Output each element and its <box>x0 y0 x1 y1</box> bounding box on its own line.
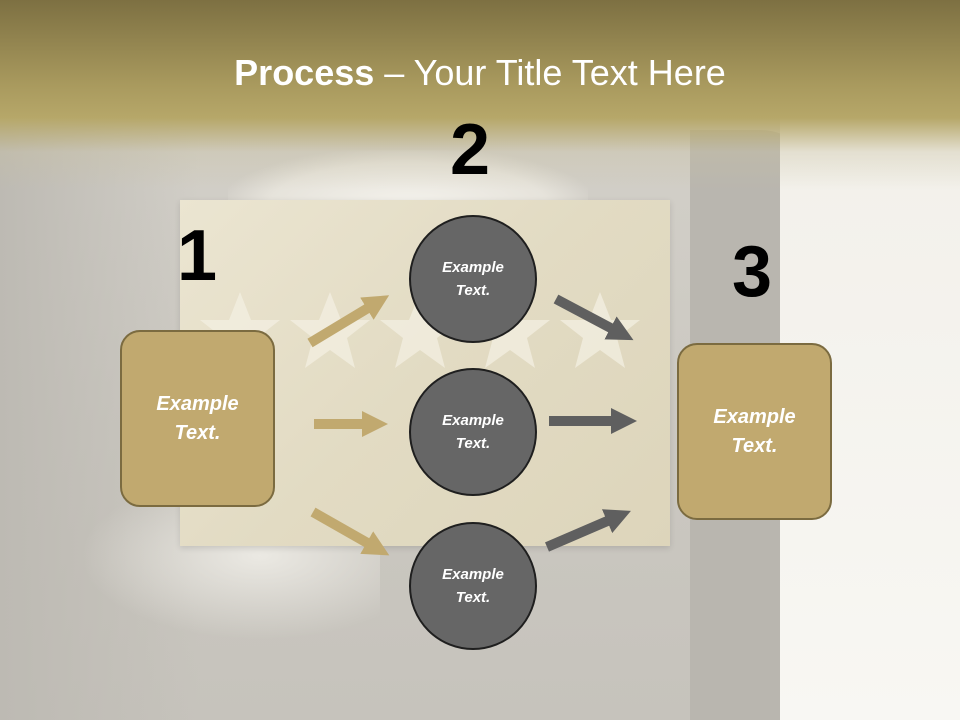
step-number-2: 2 <box>450 110 491 190</box>
step-box-right-text: Example Text. <box>713 405 796 457</box>
slide-title: Process – Your Title Text Here <box>0 52 960 94</box>
title-rest: – Your Title Text Here <box>374 52 726 93</box>
step-circle-3-text: Example Text. <box>442 566 504 606</box>
title-strong: Process <box>234 52 375 93</box>
step-number-1: 1 <box>177 216 218 296</box>
step-circle-2: Example Text. <box>409 368 537 496</box>
step-box-left: Example Text. <box>120 330 275 507</box>
step-number-3: 3 <box>732 232 773 312</box>
header-band <box>0 0 960 190</box>
step-circle-3: Example Text. <box>409 522 537 650</box>
step-circle-2-text: Example Text. <box>442 412 504 452</box>
step-box-left-text: Example Text. <box>156 392 239 444</box>
star-icon <box>380 292 460 368</box>
star-icon <box>290 292 370 368</box>
step-box-right: Example Text. <box>677 343 832 520</box>
star-icon <box>560 292 640 368</box>
step-circle-1: Example Text. <box>409 215 537 343</box>
step-circle-1-text: Example Text. <box>442 259 504 299</box>
